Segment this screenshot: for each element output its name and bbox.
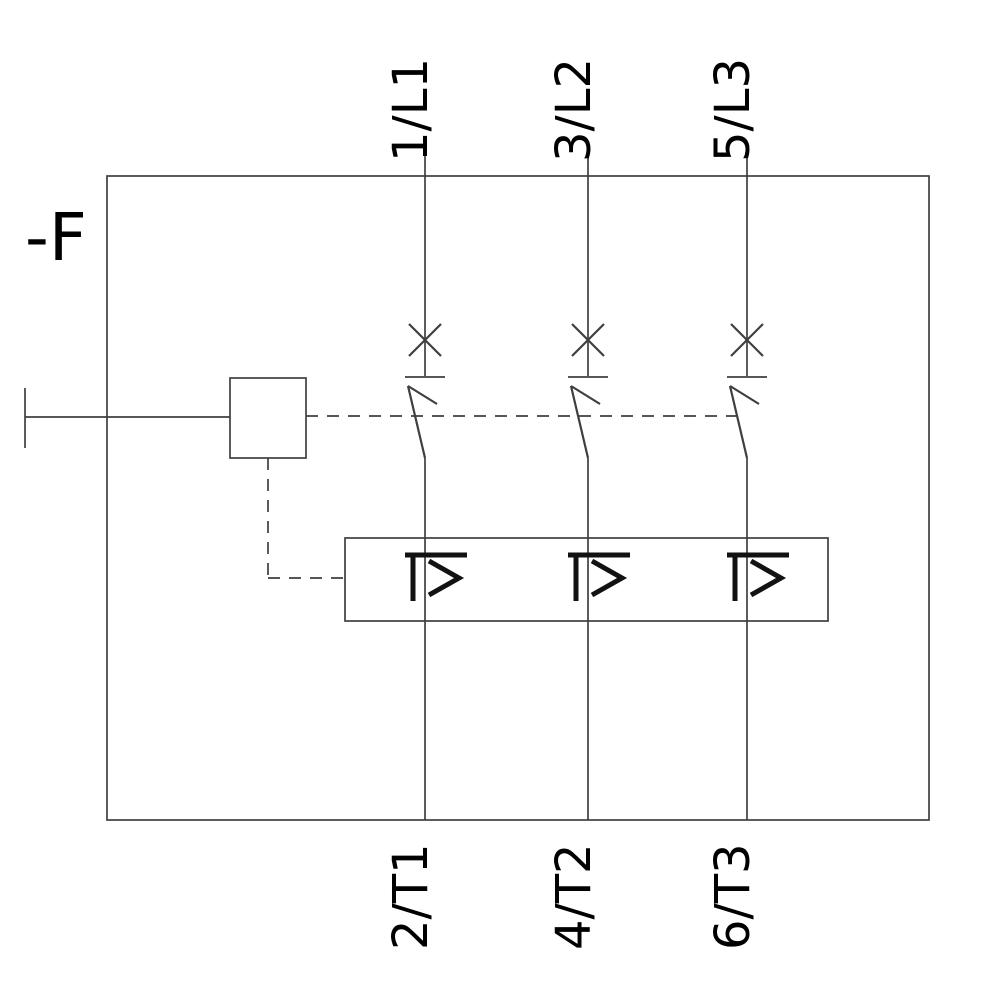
pole-2-latch-stroke [570,385,601,405]
terminal-label-bottom-1: 2/T1 [383,843,439,950]
pole-2-breaker-cross-icon [571,323,605,357]
pole-2-contact-blade [569,385,590,459]
manual-operator [24,377,307,459]
operating-mechanism-box [229,377,307,459]
pole-3-contact-blade [728,385,749,459]
release-block-outline [344,537,829,622]
terminal-label-top-3: 5/L3 [705,58,761,162]
pole-2 [568,150,630,820]
device-outline [106,175,930,821]
pole-3-latch-stroke [729,385,760,405]
terminal-label-top-1: 1/L1 [383,58,439,162]
pole-1 [405,150,467,820]
pole-1-contact-blade [406,385,427,459]
terminal-label-bottom-2: 4/T2 [546,843,602,950]
pole-1-overcurrent-release-symbol [405,552,467,601]
pole-3 [727,150,789,820]
pole-1-latch-stroke [407,385,438,405]
pole-1-breaker-cross-icon [408,323,442,357]
trip-drive-dashed [267,458,345,579]
device-designation: -F [25,199,87,276]
terminal-label-top-2: 3/L2 [546,58,602,162]
pole-3-breaker-cross-icon [730,323,764,357]
pole-3-overcurrent-release-symbol [727,552,789,601]
pole-2-overcurrent-release-symbol [568,552,630,601]
terminal-label-bottom-3: 6/T3 [705,843,761,950]
